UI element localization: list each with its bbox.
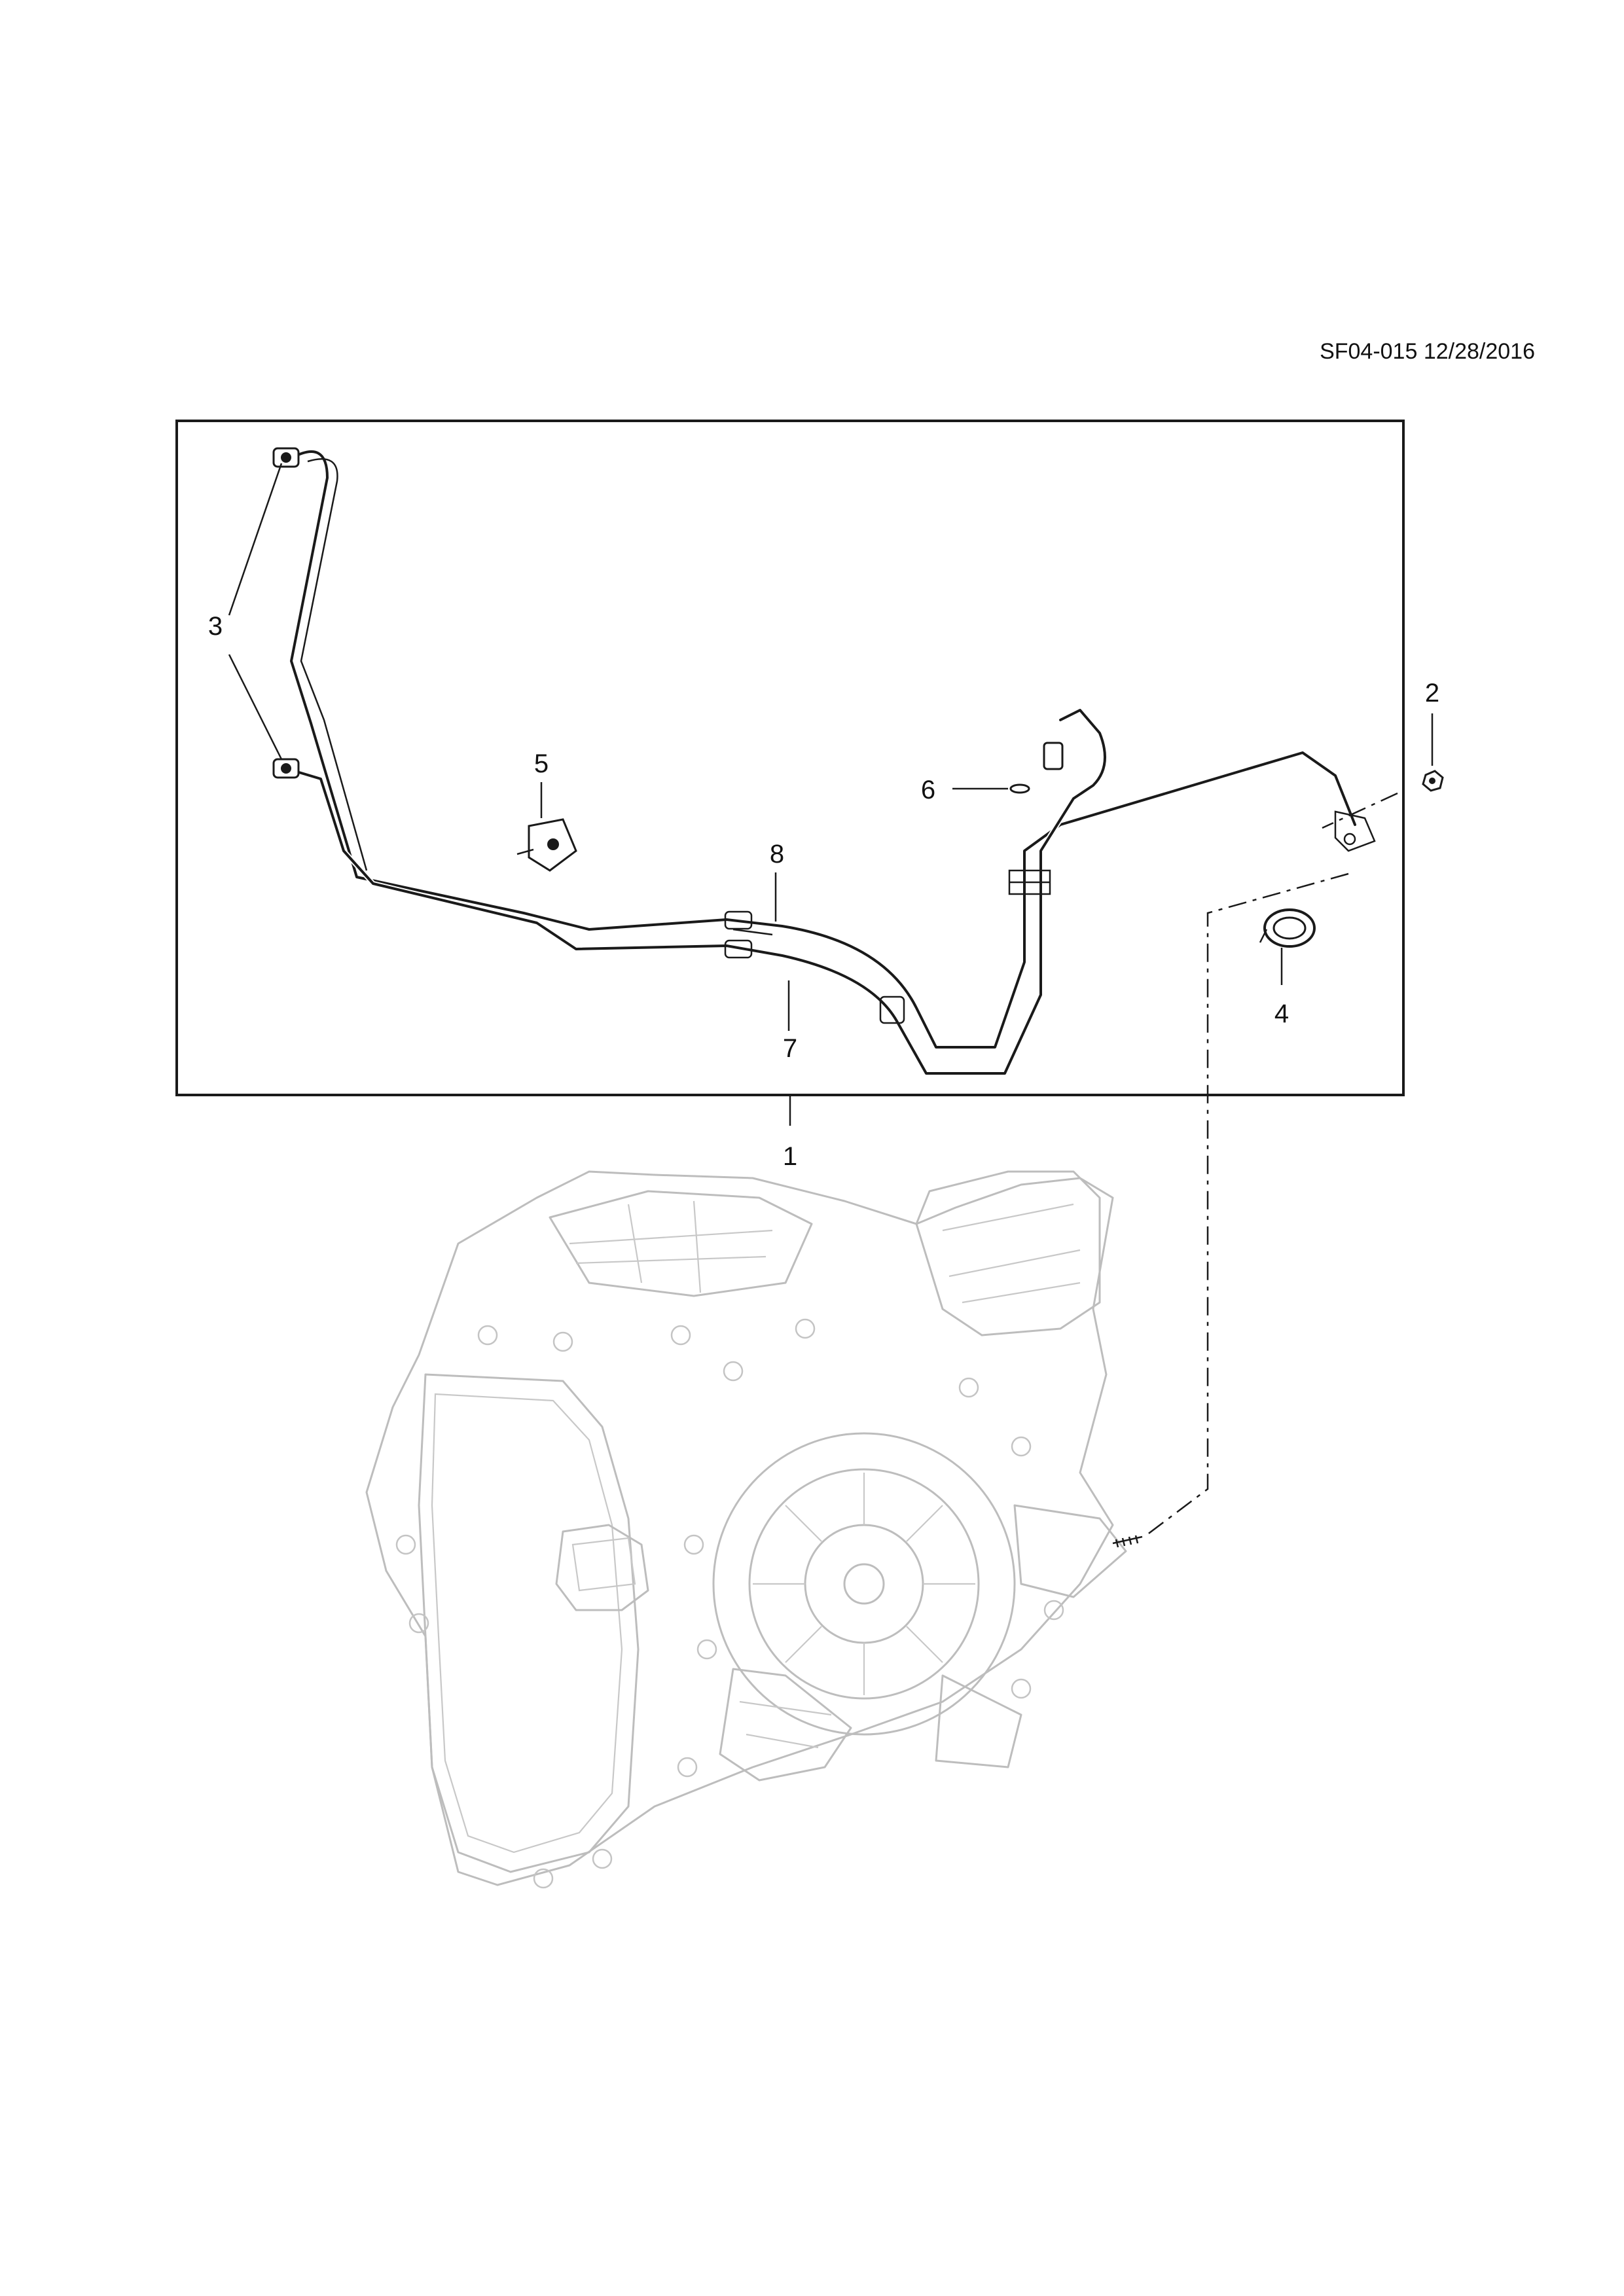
part-4-clamp	[1259, 908, 1316, 948]
part-6-fitting	[1009, 742, 1064, 794]
cooler-hose-assembly	[272, 447, 1376, 1076]
left-fitting-lower	[272, 758, 300, 779]
part-2-nut	[1422, 770, 1444, 792]
callout-6: 6	[921, 776, 935, 804]
callout-leaders	[228, 463, 1434, 1537]
callout-7: 7	[783, 1034, 797, 1063]
transmission-housing	[365, 1170, 1143, 1889]
callout-4: 4	[1274, 999, 1289, 1028]
kit-frame	[175, 420, 1405, 1096]
part-5-bracket	[516, 818, 577, 872]
callout-5: 5	[534, 749, 549, 778]
diagram-reference: SF04-015 12/28/2016	[1320, 339, 1535, 364]
callout-1: 1	[783, 1142, 797, 1171]
callout-2: 2	[1425, 679, 1439, 708]
callout-3: 3	[208, 612, 223, 641]
left-fitting-upper	[272, 447, 300, 468]
callout-8: 8	[770, 840, 784, 869]
